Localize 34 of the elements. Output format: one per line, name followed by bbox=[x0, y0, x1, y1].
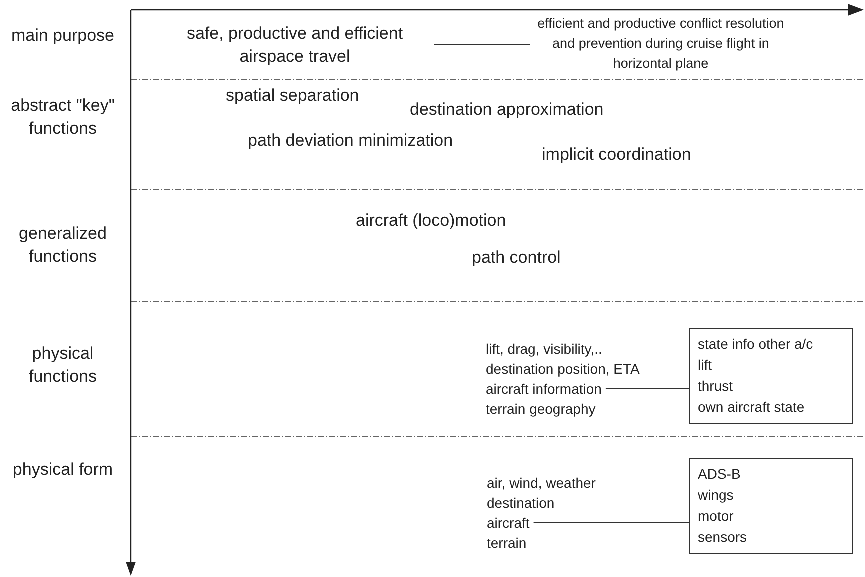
box-item: thrust bbox=[698, 377, 734, 396]
list-item: destination bbox=[487, 493, 555, 513]
box-item: lift bbox=[698, 356, 713, 375]
row-label: main purpose bbox=[10, 25, 116, 47]
component-box bbox=[689, 328, 853, 424]
row-label: generalized functions bbox=[18, 223, 108, 268]
function-label: spatial separation bbox=[226, 85, 360, 107]
connector-line bbox=[533, 522, 690, 524]
box-item: motor bbox=[698, 507, 735, 526]
box-item: wings bbox=[698, 486, 735, 505]
list-item: destination position, ETA bbox=[486, 359, 640, 379]
list-item: terrain geography bbox=[486, 399, 596, 419]
function-label: implicit coordination bbox=[542, 144, 692, 166]
function-label: path deviation minimization bbox=[248, 130, 454, 152]
purpose-text: efficient and productive conflict resolution and prevention during cruise flight in horizontal plane bbox=[530, 14, 792, 74]
row-label: abstract "key" functions bbox=[10, 95, 116, 140]
box-item: ADS-B bbox=[698, 465, 742, 484]
connector-line bbox=[434, 44, 530, 46]
purpose-text: safe, productive and efficient airspace travel bbox=[160, 22, 430, 68]
component-box bbox=[689, 458, 853, 554]
row-label: physical form bbox=[12, 459, 114, 481]
box-item: own aircraft state bbox=[698, 398, 806, 417]
function-label: destination approximation bbox=[410, 99, 604, 121]
list-item: aircraft bbox=[487, 513, 530, 533]
list-item: lift, drag, visibility,.. bbox=[486, 339, 602, 359]
connector-line bbox=[605, 388, 690, 390]
list-item: air, wind, weather bbox=[487, 473, 596, 493]
row-label: physical functions bbox=[28, 343, 98, 388]
box-item: state info other a/c bbox=[698, 335, 814, 354]
list-item: aircraft information bbox=[486, 379, 602, 399]
box-item: sensors bbox=[698, 528, 748, 547]
function-label: path control bbox=[472, 247, 561, 269]
list-item: terrain bbox=[487, 533, 527, 553]
function-label: aircraft (loco)motion bbox=[356, 210, 506, 232]
